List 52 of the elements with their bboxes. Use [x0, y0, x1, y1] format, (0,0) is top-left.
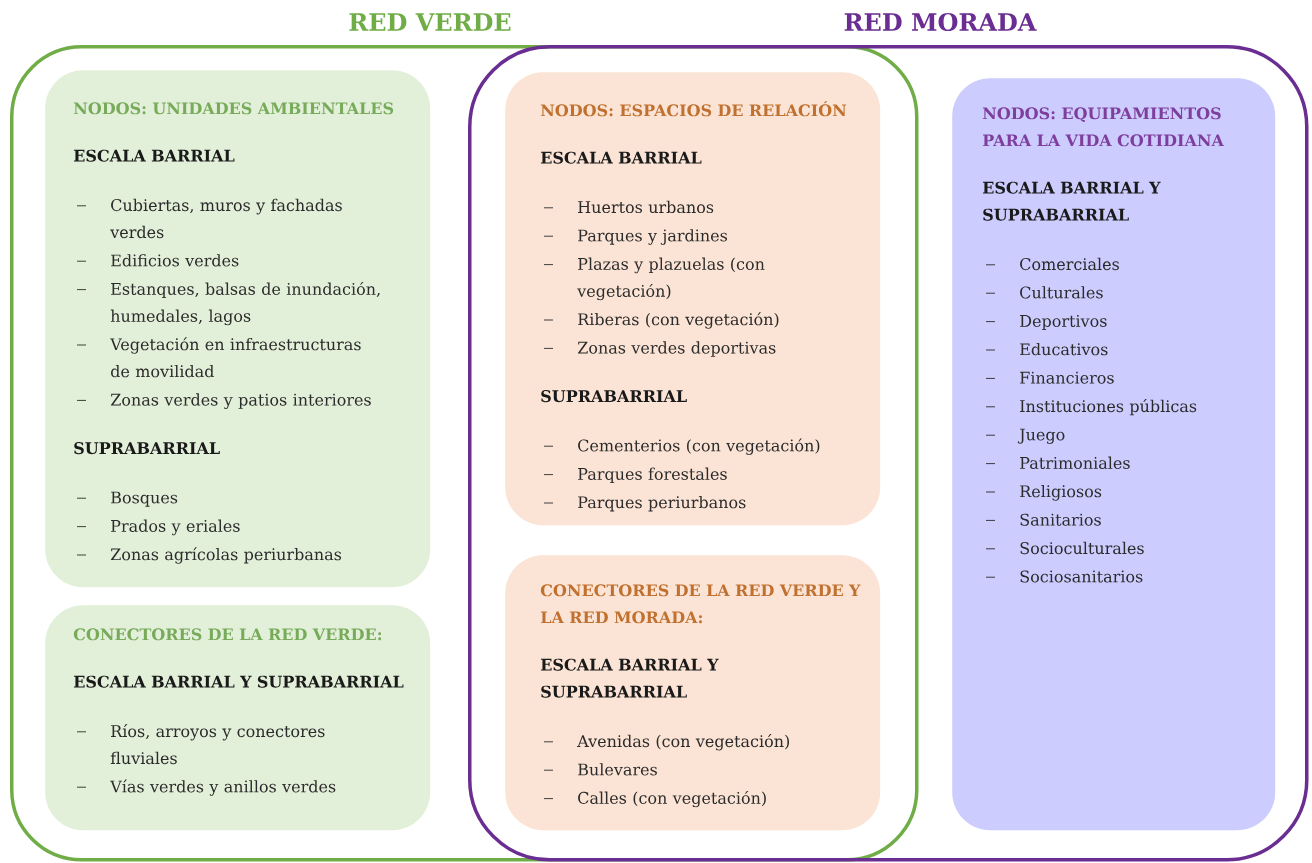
list-item: Juego	[1017, 428, 1065, 444]
list-item: Bosques	[111, 491, 178, 507]
list-item: Culturales	[1020, 286, 1103, 299]
list-item: Zonas verdes y patios interiores	[110, 393, 371, 410]
list-item: Cementerios (con vegetación)	[578, 438, 820, 455]
list-item: Bulevares	[578, 763, 657, 776]
list-item: Riberas (con vegetación)	[578, 312, 779, 329]
box-heading: NODOS: UNIDADES AMBIENTALES	[73, 102, 394, 115]
network-title: RED MORADA	[844, 12, 1037, 32]
scale-heading: ESCALA BARRIAL Y SUPRABARRIAL	[540, 658, 719, 698]
list-item: Prados y eriales	[111, 519, 240, 536]
list-item: Socioculturales	[1020, 541, 1144, 555]
list-item: Vegetación en infraestructuras de movilidad	[110, 337, 361, 378]
list-item: Parques forestales	[578, 467, 727, 484]
box-heading: NODOS: EQUIPAMIENTOS PARA LA VIDA COTIDIANA	[982, 107, 1225, 147]
category-box	[505, 555, 881, 831]
box-heading: NODOS: ESPACIOS DE RELACIÓN	[540, 101, 847, 117]
list-item: Parques y jardines	[578, 229, 728, 245]
list-item: Deportivos	[1020, 314, 1107, 331]
list-item: Zonas verdes deportivas	[577, 341, 776, 357]
list-item: Patrimoniales	[1020, 456, 1130, 469]
list-item: Zonas agrícolas periurbanas	[110, 547, 342, 564]
scale-heading: ESCALA BARRIAL Y SUPRABARRIAL	[982, 181, 1161, 221]
list-item: Comerciales	[1020, 257, 1119, 271]
scale-heading: SUPRABARRIAL	[541, 390, 687, 403]
category-box	[505, 72, 881, 526]
box-heading: CONECTORES DE LA RED VERDE Y LA RED MORADA:	[540, 584, 861, 624]
list-item: Cubiertas, muros y fachadas verdes	[110, 198, 342, 239]
list-item: Financieros	[1020, 371, 1114, 384]
list-item: Instituciones públicas	[1020, 399, 1197, 416]
list-item: Huertos urbanos	[578, 200, 714, 214]
scale-heading: ESCALA BARRIAL	[73, 149, 235, 162]
scale-heading: ESCALA BARRIAL	[540, 151, 702, 164]
list-item: Educativos	[1020, 342, 1108, 356]
list-item: Plazas y plazuelas (con vegetación)	[577, 257, 765, 301]
list-item: Vías verdes y anillos verdes	[110, 779, 336, 796]
scale-heading: SUPRABARRIAL	[74, 442, 220, 455]
list-item: Sociosanitarios	[1020, 570, 1143, 583]
box-heading: CONECTORES DE LA RED VERDE:	[73, 628, 382, 641]
list-item: Ríos, arroyos y conectores fluviales	[110, 724, 325, 765]
list-item: Religiosos	[1020, 484, 1102, 501]
category-box	[45, 605, 431, 831]
scale-heading: ESCALA BARRIAL Y SUPRABARRIAL	[73, 675, 404, 688]
list-item: Edificios verdes	[111, 254, 239, 267]
list-item: Avenidas (con vegetación)	[577, 734, 789, 751]
list-item: Parques periurbanos	[578, 495, 746, 512]
category-box	[45, 70, 431, 588]
category-box	[952, 78, 1276, 831]
list-item: Estanques, balsas de inundación, humedales, lagos	[110, 281, 380, 326]
list-item: Sanitarios	[1020, 513, 1101, 526]
list-item: Calles (con vegetación)	[578, 790, 766, 808]
network-title: RED VERDE	[349, 13, 511, 31]
